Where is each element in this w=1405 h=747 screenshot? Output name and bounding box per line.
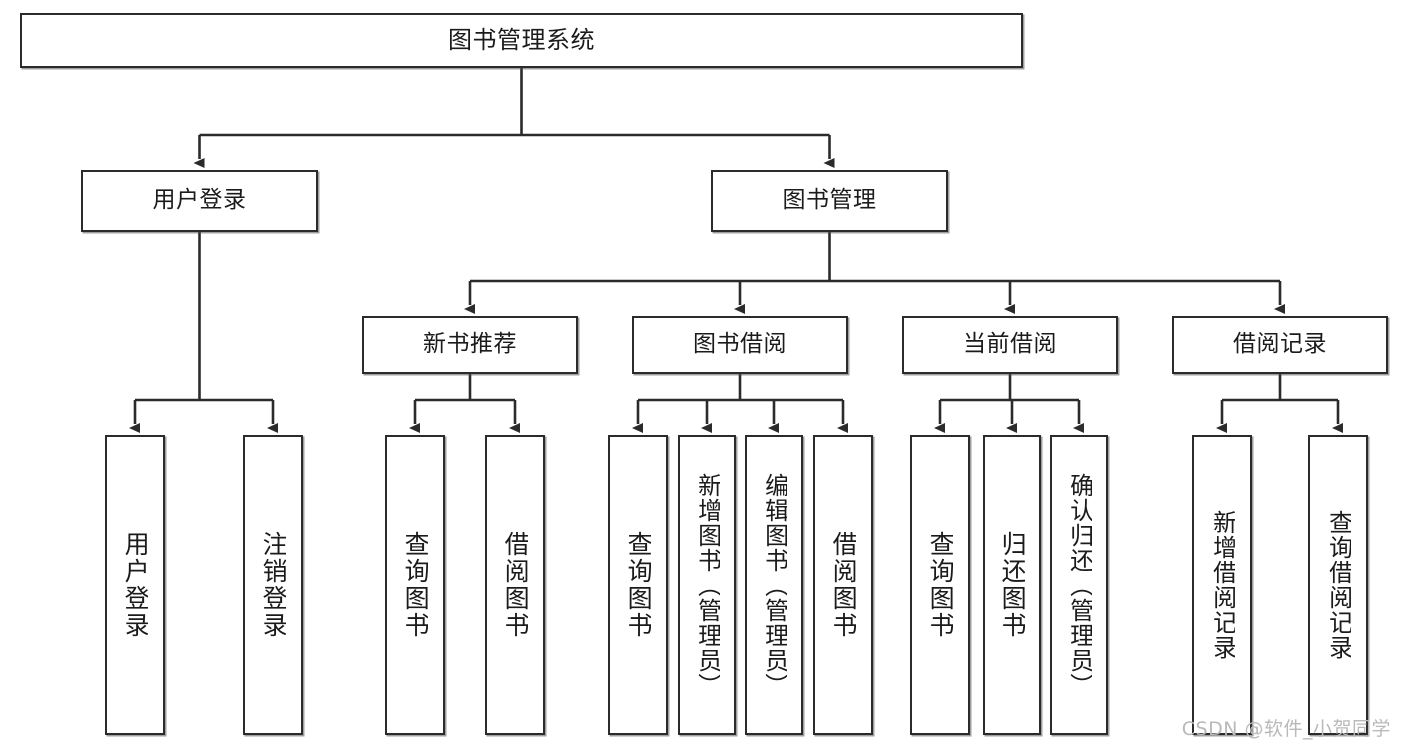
node-n-cur[interactable]: 当前借阅 [902,316,1118,374]
node-l-11[interactable]: 确认归还（管理员） [1050,435,1108,735]
node-label: 图书借阅 [693,331,787,358]
node-label: 新增借阅记录 [1209,510,1235,660]
node-l-10[interactable]: 归还图书 [983,435,1041,735]
node-label: 用户登录 [152,187,247,214]
node-l-1[interactable]: 用户登录 [105,435,165,735]
node-label: 查询图书 [624,531,652,639]
node-l-2[interactable]: 注销登录 [243,435,303,735]
node-label: 查询借阅记录 [1325,510,1351,660]
node-label: 编辑图书（管理员） [761,472,787,698]
watermark-text: CSDN @软件_小贺同学 [1181,718,1391,740]
node-n-borrow[interactable]: 图书借阅 [632,316,848,374]
node-label: 新增图书（管理员） [694,472,720,698]
node-label: 归还图书 [998,531,1026,639]
node-l-3[interactable]: 查询图书 [385,435,445,735]
node-label: 查询图书 [401,531,429,639]
node-label: 图书管理系统 [448,26,595,55]
node-l-9[interactable]: 查询图书 [910,435,970,735]
node-n-rec[interactable]: 借阅记录 [1172,316,1388,374]
node-l-6[interactable]: 新增图书（管理员） [678,435,736,735]
node-n-book[interactable]: 图书管理 [711,170,948,232]
node-label: 用户登录 [121,531,149,639]
node-n-login[interactable]: 用户登录 [81,170,318,232]
node-label: 注销登录 [259,531,287,639]
node-root[interactable]: 图书管理系统 [20,13,1023,68]
node-l-8[interactable]: 借阅图书 [813,435,873,735]
node-l-7[interactable]: 编辑图书（管理员） [745,435,803,735]
node-label: 借阅记录 [1233,331,1327,358]
node-label: 新书推荐 [423,331,517,358]
node-label: 确认归还（管理员） [1066,472,1092,698]
node-label: 图书管理 [782,187,877,214]
node-label: 借阅图书 [501,531,529,639]
node-l-5[interactable]: 查询图书 [608,435,668,735]
node-label: 查询图书 [926,531,954,639]
node-l-13[interactable]: 查询借阅记录 [1308,435,1368,735]
node-label: 当前借阅 [963,331,1057,358]
node-label: 借阅图书 [829,531,857,639]
node-l-4[interactable]: 借阅图书 [485,435,545,735]
node-n-new[interactable]: 新书推荐 [362,316,578,374]
node-l-12[interactable]: 新增借阅记录 [1192,435,1252,735]
